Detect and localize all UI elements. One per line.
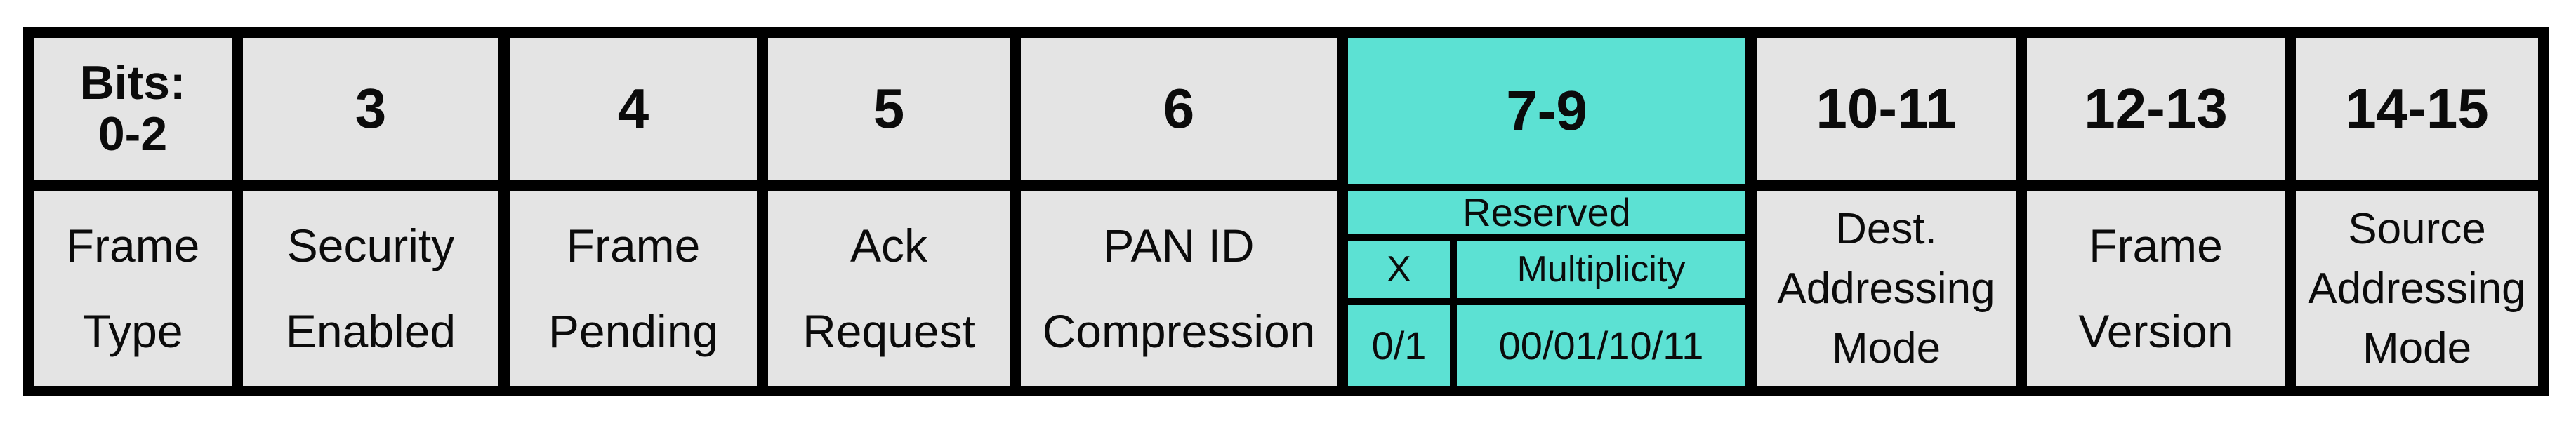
- x-value-cell: 0/1: [1348, 305, 1450, 386]
- field-cell-pan-id-compression: PAN ID Compression: [1021, 191, 1337, 386]
- label-line: Type: [82, 305, 183, 357]
- reserved-label: Reserved: [1462, 189, 1631, 234]
- label-line: Frame: [65, 220, 200, 271]
- header-cell-bit-4: 4: [510, 38, 757, 180]
- frame-control-field-table: Bits: 0-2 Frame Type 3 Security Enabled …: [23, 27, 2549, 396]
- multiplicity-label: Multiplicity: [1517, 249, 1686, 290]
- column-bit-6: 6 PAN ID Compression: [1021, 38, 1337, 386]
- label-line: Ack: [850, 220, 928, 271]
- x-header-cell: X: [1348, 241, 1450, 298]
- label-line: Frame: [2089, 220, 2223, 271]
- field-cell-frame-pending: Frame Pending: [510, 191, 757, 386]
- field-cell-security-enabled: Security Enabled: [243, 191, 498, 386]
- field-cell-frame-version: Frame Version: [2027, 191, 2285, 386]
- header-line: 3: [355, 76, 387, 140]
- label-line: Addressing: [1777, 264, 1995, 313]
- column-bit-5: 5 Ack Request: [768, 38, 1010, 386]
- header-cell-bits-0-2: Bits: 0-2: [34, 38, 232, 180]
- field-cell-dest-addressing-mode: Dest. Addressing Mode: [1757, 191, 2016, 386]
- header-cell-bits-10-11: 10-11: [1757, 38, 2016, 180]
- header-line: 7-9: [1506, 79, 1587, 142]
- column-bits-14-15: 14-15 Source Addressing Mode: [2296, 38, 2538, 386]
- label-line: Enabled: [285, 305, 456, 357]
- header-cell-bits-12-13: 12-13: [2027, 38, 2285, 180]
- multiplicity-header-cell: Multiplicity: [1457, 241, 1745, 298]
- header-line: Bits:: [79, 55, 186, 109]
- column-bit-3: 3 Security Enabled: [243, 38, 498, 386]
- label-line: Dest.: [1835, 204, 1937, 253]
- multiplicity-value-cell: 00/01/10/11: [1457, 305, 1745, 386]
- reserved-title-cell: Reserved: [1348, 191, 1745, 234]
- label-line: Pending: [548, 305, 719, 357]
- label-line: Version: [2078, 305, 2233, 357]
- multiplicity-values: 00/01/10/11: [1498, 323, 1704, 368]
- x-label: X: [1387, 249, 1411, 290]
- header-line: 12-13: [2084, 76, 2228, 140]
- column-bits-10-11: 10-11 Dest. Addressing Mode: [1757, 38, 2016, 386]
- header-line: 14-15: [2345, 76, 2489, 140]
- label-line: Addressing: [2308, 264, 2526, 313]
- label-line: Request: [802, 305, 975, 357]
- header-cell-bit-6: 6: [1021, 38, 1337, 180]
- header-cell-bit-5: 5: [768, 38, 1010, 180]
- label-line: Compression: [1042, 305, 1316, 357]
- header-line: 6: [1163, 76, 1195, 140]
- label-line: Security: [286, 220, 455, 271]
- label-line: PAN ID: [1103, 220, 1255, 271]
- field-cell-ack-request: Ack Request: [768, 191, 1010, 386]
- label-line: Mode: [2362, 323, 2472, 372]
- header-line: 4: [617, 76, 649, 140]
- reserved-panel: Reserved X Multiplicity 0/1 00/01/10/11: [1348, 191, 1745, 386]
- column-bits-0-2: Bits: 0-2 Frame Type: [34, 38, 232, 386]
- label-line: Frame: [566, 220, 701, 271]
- field-cell-source-addressing-mode: Source Addressing Mode: [2296, 191, 2538, 386]
- column-bits-7-9: 7-9 Reserved X Multiplicity 0/1 00/01/10…: [1348, 38, 1745, 386]
- header-line: 5: [873, 76, 905, 140]
- label-line: Mode: [1831, 323, 1941, 372]
- header-cell-bits-14-15: 14-15: [2296, 38, 2538, 180]
- header-line: 10-11: [1816, 76, 1957, 140]
- column-bits-12-13: 12-13 Frame Version: [2027, 38, 2285, 386]
- column-bit-4: 4 Frame Pending: [510, 38, 757, 386]
- header-cell-bit-3: 3: [243, 38, 498, 180]
- x-values: 0/1: [1371, 323, 1427, 368]
- label-line: Source: [2348, 204, 2486, 253]
- header-cell-bits-7-9: 7-9: [1348, 38, 1745, 184]
- header-line: 0-2: [98, 107, 168, 161]
- field-cell-frame-type: Frame Type: [34, 191, 232, 386]
